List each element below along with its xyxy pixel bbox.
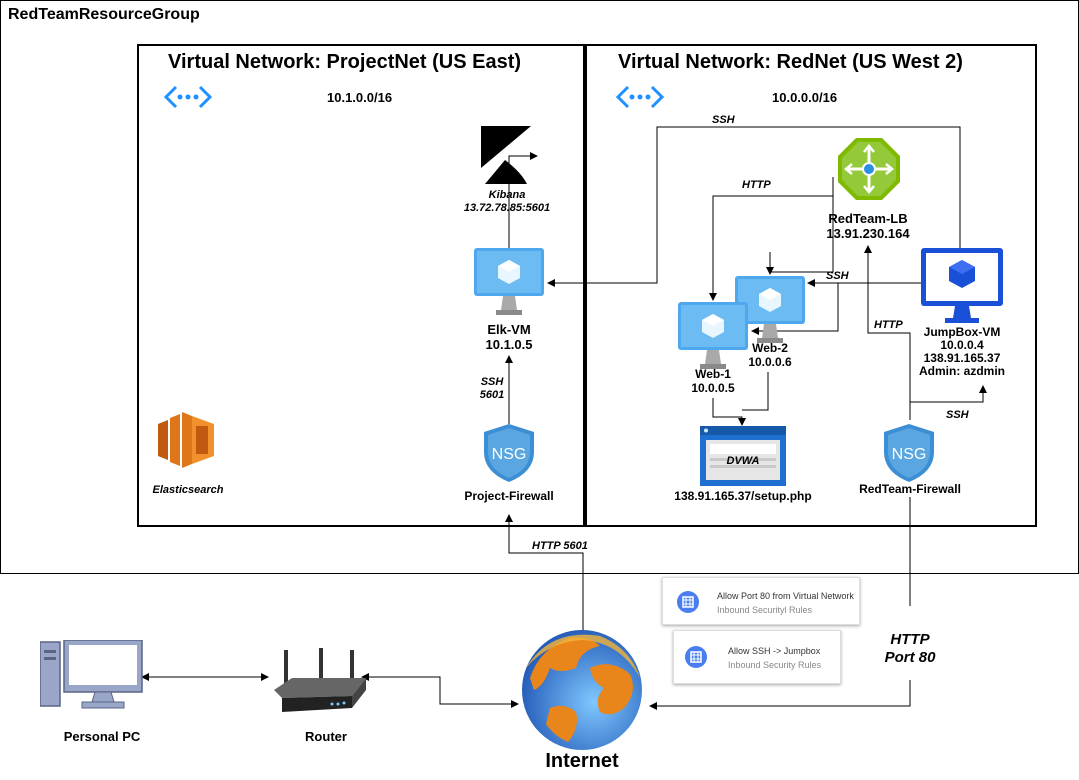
edge-label-ssh-elk: SSH 5601	[478, 376, 506, 402]
web2-ip: 10.0.0.6	[748, 355, 792, 369]
nsg-shield-icon: NSG	[484, 424, 534, 482]
web1-name: Web-1	[695, 367, 731, 381]
vm-icon	[735, 276, 805, 343]
edge-label-http-5601: HTTP 5601	[532, 540, 588, 552]
vnet-icon	[616, 85, 664, 109]
edge-label-ssh-elk-text: SSH	[480, 376, 504, 388]
rule-subtitle: Inbound Securityl Rules	[717, 605, 813, 615]
web1-ip: 10.0.0.5	[691, 381, 735, 395]
elk-ip: 10.1.0.5	[485, 337, 533, 352]
computer-icon	[40, 640, 143, 709]
vm-icon	[678, 302, 748, 369]
vnet-projectnet-cidr: 10.1.0.0/16	[327, 90, 393, 105]
load-balancer-icon	[838, 138, 900, 200]
edge-label-ssh-web2: SSH	[826, 270, 849, 282]
web2-name: Web-2	[752, 341, 788, 355]
jumpbox-public-ip: 138.91.165.37	[923, 351, 1001, 365]
router-label: Router	[305, 729, 347, 744]
jumpbox-admin: Admin: azdmin	[919, 364, 1005, 378]
edge-label-http-fw: HTTP	[874, 319, 903, 331]
vnet-projectnet-title: Virtual Network: ProjectNet (US East)	[168, 51, 522, 73]
web-app-icon: DVWA	[700, 426, 786, 486]
edge-label-5601-text: 5601	[479, 389, 505, 401]
project-fw-badge: NSG	[492, 446, 527, 463]
edge-label-ssh-jump: SSH	[946, 409, 969, 421]
web1-label: Web-1 10.0.0.5	[681, 367, 745, 395]
elk-label: Elk-VM 10.1.0.5	[459, 322, 559, 352]
nsg-shield-icon: NSG	[884, 424, 934, 482]
edge-label-http-lb: HTTP	[742, 179, 771, 191]
dvwa-url: 138.91.165.37/setup.php	[674, 489, 812, 503]
router-icon	[274, 648, 366, 712]
pc-label: Personal PC	[63, 729, 141, 744]
lb-ip: 13.91.230.164	[826, 226, 910, 241]
elk-name: Elk-VM	[487, 322, 531, 337]
vnet-projectnet	[137, 44, 587, 527]
jumpbox-ip: 10.0.0.4	[940, 338, 984, 352]
vnet-icon	[164, 85, 212, 109]
project-firewall-label: Project-Firewall	[464, 489, 554, 503]
vnet-rednet-title: Virtual Network: RedNet (US West 2)	[618, 51, 963, 73]
vnet-rednet-cidr: 10.0.0.0/16	[772, 90, 838, 105]
vm-icon	[921, 248, 1003, 323]
dvwa-name: DVWA	[727, 455, 760, 467]
internet-label: Internet	[545, 750, 619, 772]
lb-name: RedTeam-LB	[828, 211, 908, 226]
kibana-name: Kibana	[488, 189, 526, 201]
rule-subtitle: Inbound Security Rules	[728, 660, 822, 670]
security-rule-card[interactable]: Allow SSH -> Jumpbox Inbound Security Ru…	[673, 630, 841, 684]
vnet-rednet	[583, 44, 1037, 527]
resource-group-title: RedTeamResourceGroup	[8, 6, 200, 23]
rule-title: Allow SSH -> Jumpbox	[728, 646, 821, 656]
rule-title: Allow Port 80 from Virtual Network	[717, 591, 854, 601]
lb-label: RedTeam-LB 13.91.230.164	[808, 211, 928, 241]
redteam-firewall-label: RedTeam-Firewall	[859, 482, 961, 496]
jumpbox-name: JumpBox-VM	[923, 325, 1001, 339]
elasticsearch-label: Elasticsearch	[152, 484, 224, 496]
vm-icon	[474, 248, 544, 315]
kibana-address: 13.72.78.85:5601	[463, 202, 551, 214]
security-rule-card[interactable]: Allow Port 80 from Virtual Network Inbou…	[662, 577, 860, 625]
elasticsearch-icon	[158, 412, 214, 468]
globe-icon	[522, 630, 642, 750]
security-rule-icon	[685, 646, 707, 668]
kibana-label: Kibana 13.72.78.85:5601	[455, 189, 559, 215]
kibana-icon	[481, 126, 531, 184]
edge-label-ssh-top: SSH	[712, 114, 735, 126]
edge-label-http-internet: HTTP Port 80	[872, 631, 948, 667]
edge-label-http-internet-text: HTTP	[890, 631, 930, 648]
security-rule-icon	[677, 591, 699, 613]
web2-label: Web-2 10.0.0.6	[738, 341, 802, 369]
redteam-fw-badge: NSG	[892, 446, 927, 463]
jumpbox-label: JumpBox-VM 10.0.0.4 138.91.165.37 Admin:…	[904, 326, 1020, 378]
edge-label-port-80-text: Port 80	[884, 649, 936, 666]
